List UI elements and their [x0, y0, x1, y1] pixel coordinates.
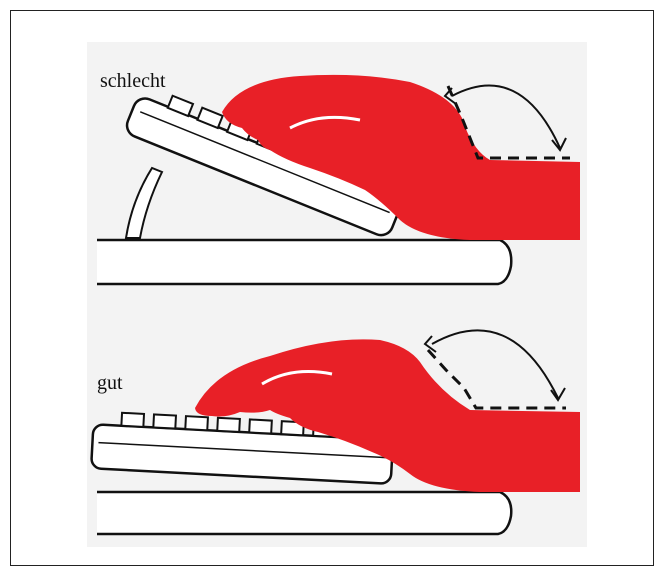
- angle-arc-icon: [432, 330, 558, 398]
- keyboard-leg: [126, 168, 162, 238]
- label-schlecht: schlecht: [100, 70, 166, 93]
- bad-posture-scene: [97, 75, 580, 284]
- good-posture-scene: [91, 330, 580, 534]
- label-gut: gut: [97, 372, 123, 395]
- desk-icon: [97, 240, 511, 284]
- desk-icon: [97, 492, 511, 534]
